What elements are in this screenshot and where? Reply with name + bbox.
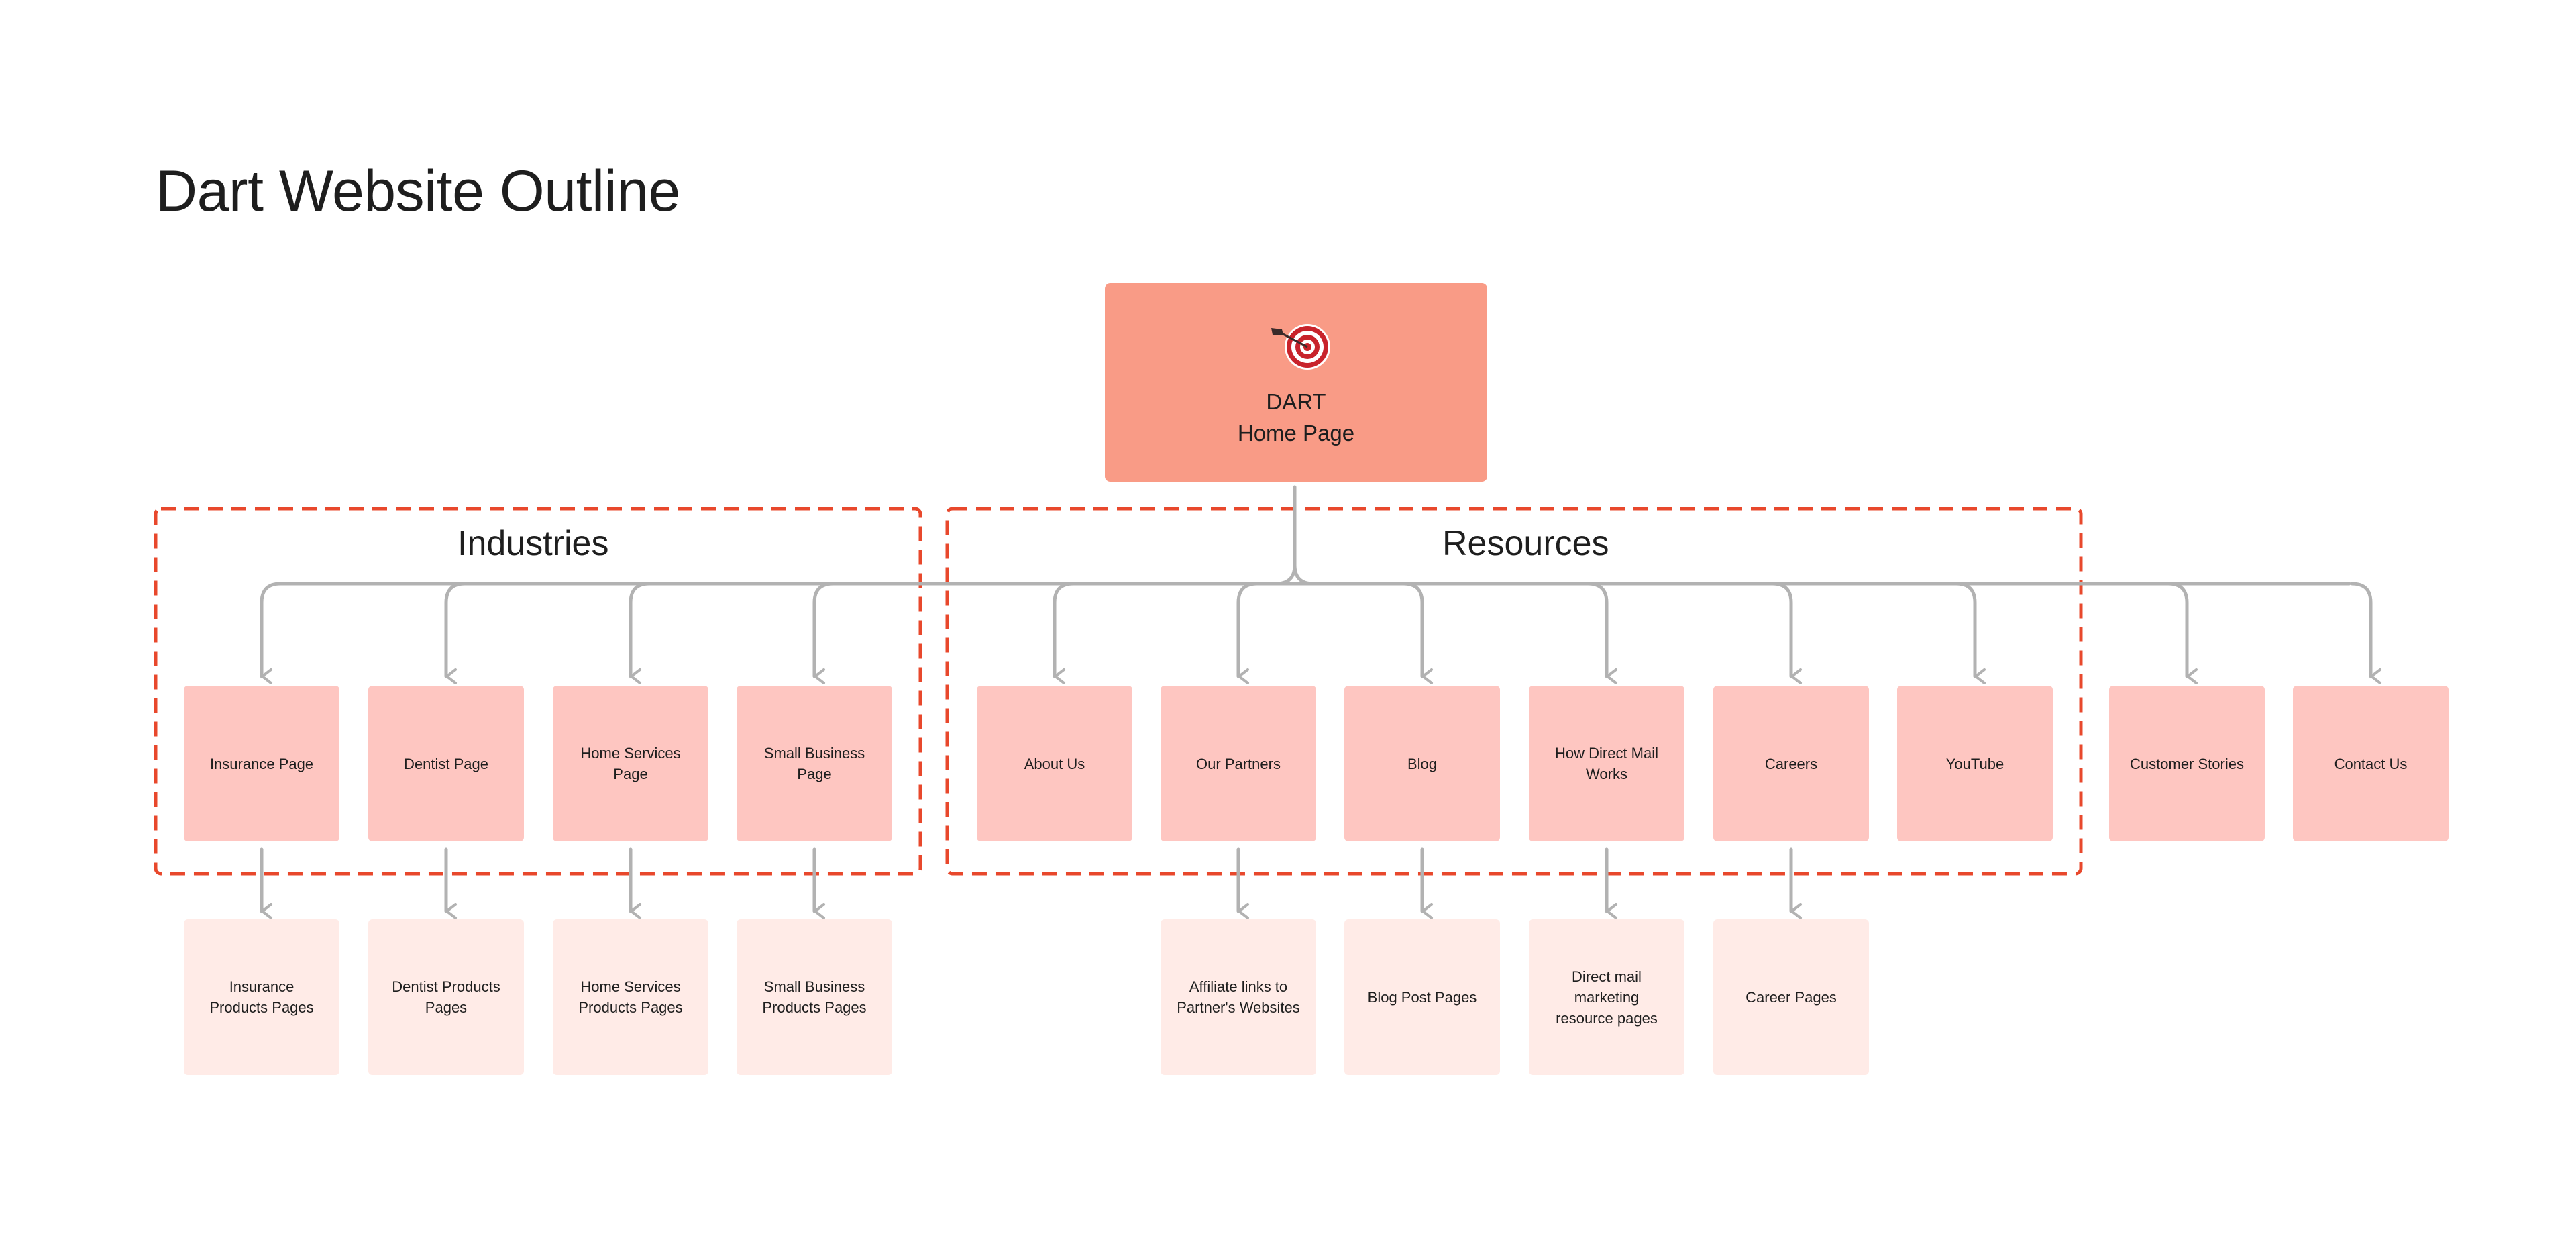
youtube-label: YouTube — [1945, 755, 2004, 772]
about-us-node[interactable]: About Us — [977, 686, 1132, 841]
affiliate-links-node[interactable]: Affiliate links to Partner's Websites — [1161, 919, 1316, 1075]
how-direct-mail-works-node[interactable]: How Direct Mail Works — [1529, 686, 1684, 841]
home-services-page-label: Home Services Page — [580, 745, 681, 782]
insurance-products-label: Insurance Products Pages — [209, 978, 314, 1016]
small-business-products-node[interactable]: Small Business Products Pages — [737, 919, 892, 1075]
how-direct-mail-works-label: How Direct Mail Works — [1554, 745, 1659, 782]
career-pages-label: Career Pages — [1746, 988, 1837, 1006]
branch-insurance — [260, 582, 282, 684]
insurance-page-label: Insurance Page — [209, 755, 314, 772]
branch-customer-stories — [2166, 582, 2198, 684]
our-partners-node[interactable]: Our Partners — [1161, 686, 1316, 841]
small-business-page-label: Small Business Page — [763, 745, 865, 782]
home-page-node[interactable]: DART Home Page — [1105, 283, 1487, 482]
contact-us-node[interactable]: Contact Us — [2293, 686, 2449, 841]
about-us-label: About Us — [1024, 755, 1085, 772]
blog-post-pages-node[interactable]: Blog Post Pages — [1344, 919, 1500, 1075]
blog-label: Blog — [1407, 755, 1438, 772]
industries-group-frame — [154, 507, 922, 876]
youtube-node[interactable]: YouTube — [1897, 686, 2053, 841]
branch-youtube — [1954, 582, 1986, 684]
dentist-products-node[interactable]: Dentist Products Pages — [368, 919, 524, 1075]
branch-about-us — [1053, 582, 1075, 684]
dentist-page-label: Dentist Page — [404, 755, 488, 772]
home-page-label: DART Home Page — [1237, 389, 1355, 446]
customer-stories-label: Customer Stories — [2130, 755, 2244, 772]
branch-small-business — [812, 582, 835, 684]
resources-group-frame — [945, 507, 2083, 876]
home-services-products-node[interactable]: Home Services Products Pages — [553, 919, 708, 1075]
career-pages-node[interactable]: Career Pages — [1713, 919, 1869, 1075]
trunk-connector — [1274, 485, 1316, 586]
branch-careers — [1770, 582, 1802, 684]
blog-node[interactable]: Blog — [1344, 686, 1500, 841]
home-services-products-label: Home Services Products Pages — [578, 978, 683, 1016]
branch-home-services — [629, 582, 651, 684]
dentist-page-node[interactable]: Dentist Page — [368, 686, 524, 841]
customer-stories-node[interactable]: Customer Stories — [2109, 686, 2265, 841]
industries-group-label: Industries — [458, 524, 609, 563]
insurance-products-node[interactable]: Insurance Products Pages — [184, 919, 339, 1075]
small-business-page-node[interactable]: Small Business Page — [737, 686, 892, 841]
direct-mail-resources-label: Direct mail marketing resource pages — [1556, 968, 1658, 1027]
insurance-page-node[interactable]: Insurance Page — [184, 686, 339, 841]
home-services-page-node[interactable]: Home Services Page — [553, 686, 708, 841]
our-partners-label: Our Partners — [1196, 755, 1281, 772]
resources-group-label: Resources — [1442, 524, 1609, 563]
affiliate-links-label: Affiliate links to Partner's Websites — [1177, 978, 1300, 1016]
direct-mail-resources-node[interactable]: Direct mail marketing resource pages — [1529, 919, 1684, 1075]
small-business-products-label: Small Business Products Pages — [762, 978, 867, 1016]
branch-our-partners — [1236, 582, 1259, 684]
dentist-products-label: Dentist Products Pages — [392, 978, 500, 1016]
contact-us-label: Contact Us — [2334, 755, 2408, 772]
blog-post-pages-label: Blog Post Pages — [1367, 988, 1477, 1006]
branch-blog — [1401, 582, 1433, 684]
branch-contact-us — [2350, 582, 2381, 684]
dart-target-icon — [1271, 324, 1330, 370]
careers-node[interactable]: Careers — [1713, 686, 1869, 841]
branch-how-direct-mail — [1586, 582, 1617, 684]
page-title: Dart Website Outline — [156, 159, 680, 223]
careers-label: Careers — [1764, 755, 1818, 772]
branch-dentist — [444, 582, 467, 684]
